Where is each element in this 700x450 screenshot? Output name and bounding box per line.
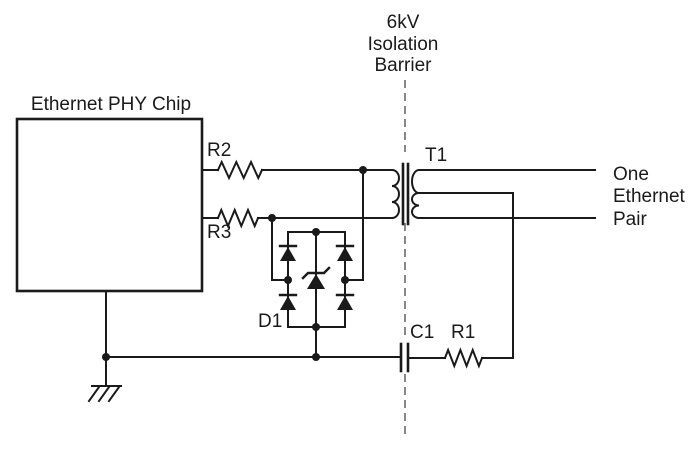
d1-label: D1 [258, 311, 282, 332]
ground-rail [87, 290, 402, 403]
bridge-left-input-stub [271, 217, 289, 281]
zener-cathode-bar [301, 266, 331, 280]
ground-slash-2 [97, 385, 111, 403]
output-label-line2: Ethernet [613, 186, 686, 207]
transformer-t1 [390, 162, 421, 226]
barrier-label-line1: 6kV [387, 12, 420, 33]
r3-branch [201, 207, 393, 229]
r2-resistor-symbol [216, 159, 264, 181]
junction-ground-rail-bridge [312, 353, 320, 361]
transformer-label: T1 [425, 145, 447, 166]
diode-upper-right-icon [337, 247, 353, 261]
junction-bridge-left [284, 276, 292, 284]
transformer-primary-winding [390, 168, 400, 220]
barrier-label-line3: Barrier [374, 55, 432, 76]
diode-upper-left-icon [280, 247, 296, 261]
diode-lower-right-icon [337, 296, 353, 310]
junction-r2-bridge [359, 166, 367, 174]
bridge-right-input-stub [344, 169, 364, 281]
r1-label: R1 [451, 322, 475, 343]
r3-label: R3 [207, 222, 231, 243]
r1-resistor-symbol [443, 347, 484, 369]
junction-bridge-bottom [312, 323, 320, 331]
diode-bridge-d1 [271, 169, 364, 358]
junction-bridge-right [341, 276, 349, 284]
ground-slash-1 [87, 385, 101, 403]
junction-dots [102, 166, 367, 361]
ground-slash-3 [107, 385, 121, 403]
junction-r3-bridge [268, 214, 276, 222]
secondary-wires [418, 169, 596, 359]
transformer-secondary-winding [411, 168, 421, 220]
ground-symbol-icon [87, 385, 122, 403]
output-label-line1: One [613, 164, 649, 185]
c1-r1-termination [399, 342, 484, 373]
r2-label: R2 [207, 140, 231, 161]
zener-diode-icon [307, 274, 325, 289]
output-label-line3: Pair [613, 209, 647, 230]
chip-label: Ethernet PHY Chip [31, 94, 191, 115]
junction-bridge-top [312, 228, 320, 236]
diode-lower-left-icon [280, 296, 296, 310]
c1-label: C1 [410, 322, 434, 343]
barrier-label-line2: Isolation [368, 34, 439, 55]
phy-chip-box [15, 117, 204, 293]
r2-branch [201, 159, 393, 181]
r3-resistor-symbol [216, 207, 260, 229]
junction-ground-rail-left [102, 353, 110, 361]
